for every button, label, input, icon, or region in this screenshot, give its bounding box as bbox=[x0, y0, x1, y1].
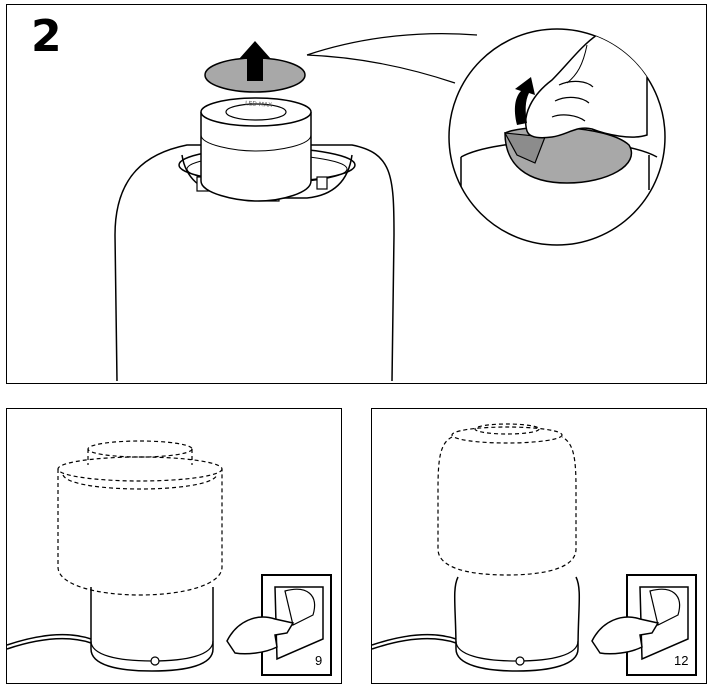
curved-up-arrow-icon bbox=[514, 77, 535, 125]
hand-peeling-icon bbox=[525, 34, 648, 139]
page-reference: 9 bbox=[315, 653, 323, 668]
detail-zoom-circle bbox=[448, 28, 666, 246]
base-button bbox=[150, 656, 160, 666]
step-2-panel: 2 LED MAX bbox=[6, 4, 707, 384]
socket-clip-right bbox=[316, 176, 328, 190]
bulb-socket bbox=[200, 112, 312, 202]
power-cable bbox=[6, 634, 92, 646]
lamp-base bbox=[453, 576, 581, 672]
tall-lamp-illustration bbox=[371, 423, 581, 672]
alternative-lamp-panel-2: 12 bbox=[371, 408, 707, 684]
svg-text:LED MAX: LED MAX bbox=[245, 100, 272, 109]
short-lamp-illustration bbox=[6, 440, 223, 672]
step-number: 2 bbox=[31, 11, 62, 62]
alternative-lamp-panel-1: 9 bbox=[6, 408, 342, 684]
dashed-shade-outline bbox=[57, 440, 223, 596]
callout-pointer bbox=[306, 33, 478, 56]
lamp-base bbox=[90, 587, 214, 672]
lamp-illustration: LED MAX bbox=[114, 33, 478, 382]
page-reference: 12 bbox=[674, 653, 689, 668]
base-button bbox=[515, 656, 525, 666]
dashed-shade-outline bbox=[437, 423, 577, 576]
page-turn-hand-icon bbox=[226, 574, 332, 676]
power-cable bbox=[371, 634, 457, 646]
up-arrow-icon bbox=[239, 41, 271, 81]
page-turn-hand-icon bbox=[591, 574, 697, 676]
